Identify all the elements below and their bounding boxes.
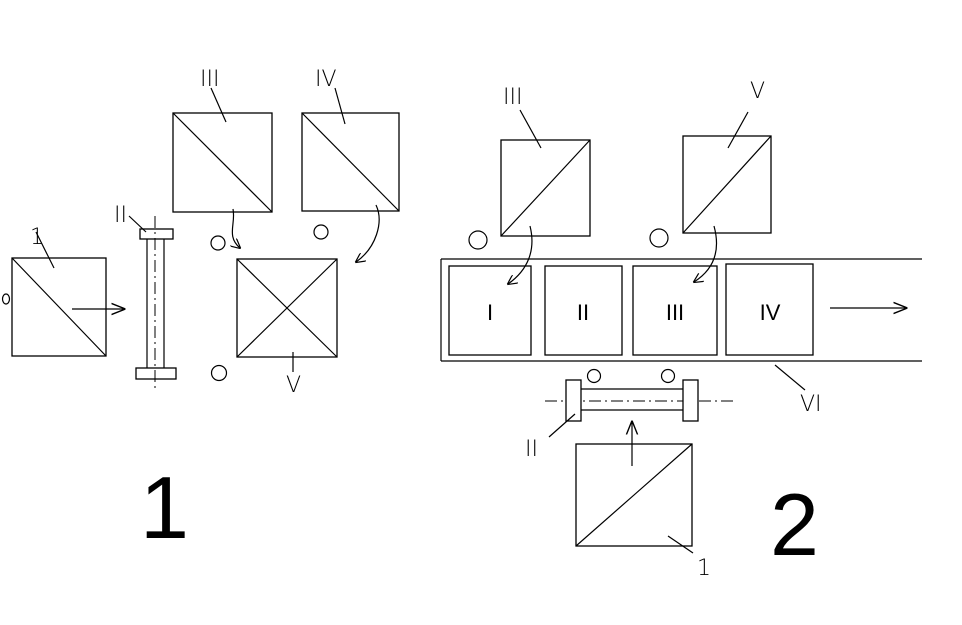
label-unit-3-right: III (503, 85, 522, 110)
label-unit-1-right: 1 (697, 556, 711, 581)
label-unit-4: IV (315, 67, 337, 92)
slot-4-label: IV (760, 300, 781, 325)
label-unit-2-right: II (525, 437, 538, 462)
marker-circle (210, 235, 226, 251)
label-unit-6: VI (800, 392, 822, 417)
unit-1-right: 1 (575, 422, 711, 581)
unit-2-shaft-right: II (525, 368, 735, 462)
arrow-curved-5-right (694, 225, 718, 282)
unit-1-left: 1 (1, 225, 125, 357)
arrow-curved-4 (356, 204, 380, 262)
unit-3-left: III (172, 67, 273, 248)
unit-2-shaft-left: II (114, 203, 177, 392)
slot-2 (544, 265, 623, 356)
slot-3-label: III (666, 300, 684, 325)
figure-number-2: 2 (770, 475, 819, 574)
marker-circle (313, 224, 329, 240)
unit-4-left: IV (301, 67, 400, 262)
marker-circle (210, 364, 228, 382)
label-unit-1: 1 (30, 225, 44, 250)
figure-1: 1 II III IV (1, 67, 400, 557)
label-unit-3: III (200, 67, 219, 92)
arrow-curved-3 (232, 208, 240, 248)
unit-5-right: V (649, 79, 772, 282)
unit-3-right: III (468, 85, 591, 284)
conveyor-belt: I II III IV VI (440, 258, 922, 417)
slot-1-label: I (487, 300, 493, 325)
figure-2: I II III IV VI III V (440, 79, 922, 581)
label-unit-2: II (114, 203, 127, 228)
unit-5-left: V (236, 258, 338, 398)
slot-4 (725, 263, 814, 356)
label-unit-5: V (286, 373, 301, 398)
label-unit-5-right: V (750, 79, 765, 104)
slot-2-label: II (577, 300, 589, 325)
figure-number-1: 1 (140, 458, 189, 557)
arrow-curved-3-right (508, 225, 533, 284)
